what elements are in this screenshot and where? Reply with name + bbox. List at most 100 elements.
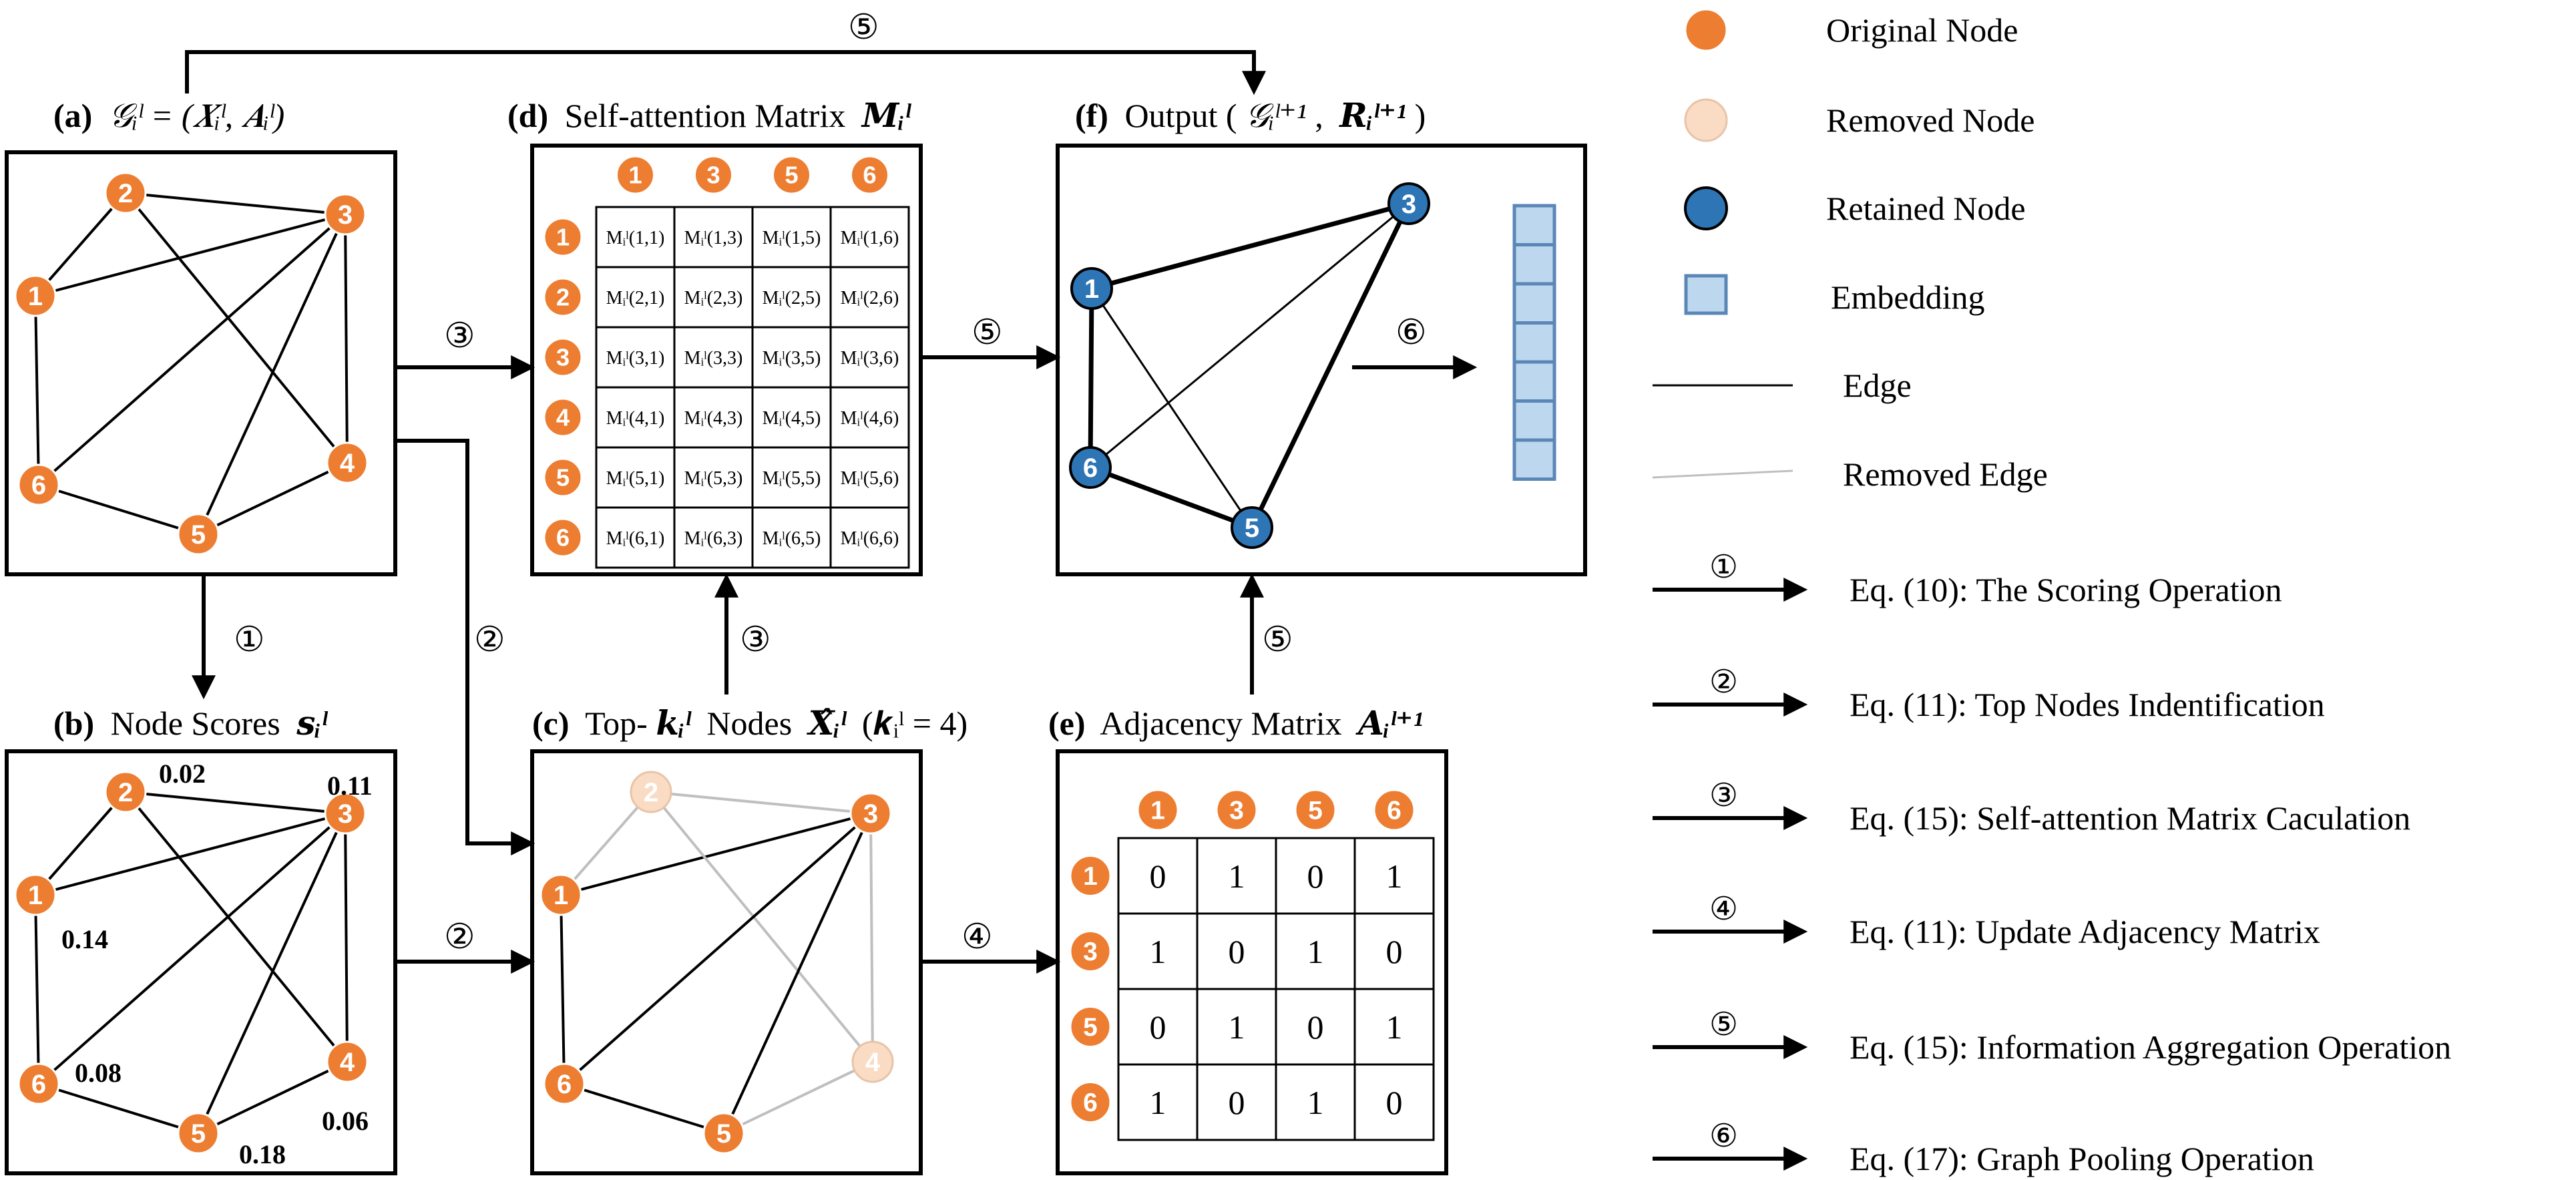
- panel-d-title: (d) Self-attention Matrix 𝑴ᵢˡ: [507, 97, 912, 134]
- matrix-cell: 1: [1307, 1084, 1324, 1121]
- matrix-cell: Mᵢˡ(4,3): [684, 408, 743, 429]
- node-5: [177, 1112, 220, 1155]
- edge-2-4: [124, 192, 349, 464]
- embedding-vector: [1512, 204, 1556, 481]
- edge-3-5: [197, 813, 347, 1134]
- node-6: [1069, 446, 1112, 489]
- legend-retained-node: Retained Node: [1826, 190, 2026, 227]
- node-label-1: 1: [554, 881, 568, 910]
- legend: Original Node Removed Node Retained Node…: [1652, 8, 2451, 1177]
- node-1: [14, 873, 57, 916]
- edge-3-4: [344, 813, 349, 1062]
- score-node-2: 0.02: [159, 759, 206, 789]
- node-label-6: 6: [1083, 453, 1098, 483]
- panel-f-title: (f) Output ( 𝒢ᵢˡ⁺¹ , 𝑹ᵢˡ⁺¹ ): [1075, 97, 1426, 134]
- matrix-cell: Mᵢˡ(3,1): [606, 348, 665, 369]
- matrix-cell: Mᵢˡ(4,1): [606, 408, 665, 429]
- col-header-node-6: [850, 155, 889, 195]
- edge-6-5: [38, 1083, 199, 1135]
- matrix-cell: Mᵢˡ(6,3): [684, 528, 743, 549]
- node-label-1: 1: [28, 881, 43, 910]
- edge-1-2: [34, 192, 127, 297]
- legend-op-label-5: Eq. (15): Information Aggregation Operat…: [1850, 1028, 2451, 1066]
- row-header-label-6: 6: [556, 524, 570, 552]
- row-header-label-1: 1: [556, 224, 570, 251]
- row-header-label-3: 3: [1083, 938, 1098, 966]
- node-label-6: 6: [557, 1070, 572, 1099]
- matrix-cell: Mᵢˡ(2,6): [841, 288, 899, 309]
- legend-op-step-4: ④: [1709, 892, 1738, 927]
- legend-op-step-6: ⑥: [1709, 1119, 1738, 1154]
- row-header-label-5: 5: [556, 464, 570, 491]
- node-label-3: 3: [863, 799, 878, 829]
- matrix-cell: Mᵢˡ(1,3): [684, 228, 743, 248]
- panel-a-title: (a) 𝒢ᵢˡ = (𝑿ᵢˡ, 𝑨ᵢˡ): [53, 97, 284, 134]
- node-label-2: 2: [118, 179, 133, 208]
- row-header-label-6: 6: [1083, 1089, 1098, 1117]
- node-label-1: 1: [1084, 274, 1099, 304]
- embedding-cell: [1512, 399, 1556, 442]
- row-header-label-1: 1: [1083, 862, 1098, 891]
- node-6: [17, 463, 60, 506]
- step-label-5-ef: ⑤: [1262, 621, 1293, 659]
- col-header-label-5: 5: [785, 162, 798, 189]
- edge-3-6: [37, 812, 347, 1085]
- edge-2-3: [125, 791, 346, 815]
- node-3: [324, 193, 367, 236]
- panel-e-title: (e) Adjacency Matrix 𝑨ᵢˡ⁺¹: [1048, 705, 1423, 742]
- embedding-cell: [1512, 204, 1556, 246]
- col-header-label-6: 6: [863, 162, 876, 189]
- step-label-4-ce: ④: [961, 918, 993, 956]
- edge-6-3: [1090, 202, 1410, 469]
- matrix-cell: Mᵢˡ(3,3): [684, 348, 743, 369]
- legend-op-step-2: ②: [1709, 664, 1738, 700]
- legend-op-step-3: ③: [1709, 778, 1738, 813]
- embedding-cell: [1512, 282, 1556, 325]
- edge-1-3: [560, 812, 871, 896]
- matrix-cell: 0: [1229, 1084, 1245, 1121]
- matrix-cell: 0: [1150, 1008, 1166, 1046]
- edge-1-3: [35, 812, 346, 896]
- matrix-cell: 0: [1150, 857, 1166, 895]
- edge-3-5: [722, 813, 872, 1134]
- panel-f-box: [1056, 144, 1587, 576]
- score-node-4: 0.06: [322, 1106, 369, 1136]
- edge-5-4: [198, 461, 348, 536]
- matrix-cell: Mᵢˡ(1,1): [606, 228, 665, 248]
- node-label-6: 6: [31, 1070, 46, 1099]
- node-4: [851, 1040, 894, 1083]
- edge-3-6: [37, 213, 347, 486]
- row-header-node-3: [1069, 930, 1112, 972]
- edge-1-2: [34, 791, 127, 896]
- edge-5-3: [1249, 202, 1412, 529]
- row-header-node-6: [543, 518, 583, 558]
- row-header-node-4: [543, 397, 583, 437]
- node-2: [104, 172, 147, 214]
- edge-2-4: [650, 791, 874, 1063]
- panel-b-title: (b) Node Scores 𝒔ᵢˡ: [53, 705, 329, 742]
- edge-1-6: [34, 295, 40, 485]
- legend-op-step-1: ①: [1709, 550, 1738, 585]
- edge-1-6: [1088, 288, 1094, 468]
- node-2: [104, 771, 147, 813]
- step-label-3-cd: ③: [740, 621, 771, 659]
- step-label-2-bc: ②: [444, 918, 475, 956]
- node-2: [630, 771, 672, 813]
- legend-op-label-4: Eq. (11): Update Adjacency Matrix: [1850, 913, 2320, 950]
- node-label-5: 5: [716, 1119, 731, 1149]
- col-header-label-5: 5: [1308, 797, 1323, 825]
- edge-1-5: [1090, 288, 1253, 528]
- edge-6-5: [38, 483, 199, 536]
- col-header-label-6: 6: [1387, 797, 1402, 825]
- node-label-5: 5: [191, 1119, 206, 1149]
- matrix-cell: 0: [1386, 1084, 1403, 1121]
- matrix-cell: Mᵢˡ(1,6): [841, 228, 899, 248]
- panel-c-title: (c) Top- 𝒌ᵢˡ Nodes 𝑿̂ᵢˡ (𝒌ᵢˡ = 4): [532, 705, 968, 742]
- edge-2-3: [650, 791, 871, 815]
- matrix-cell: 1: [1307, 933, 1324, 970]
- legend-op-label-6: Eq. (17): Graph Pooling Operation: [1850, 1140, 2314, 1177]
- legend-original-node: Original Node: [1826, 11, 2018, 49]
